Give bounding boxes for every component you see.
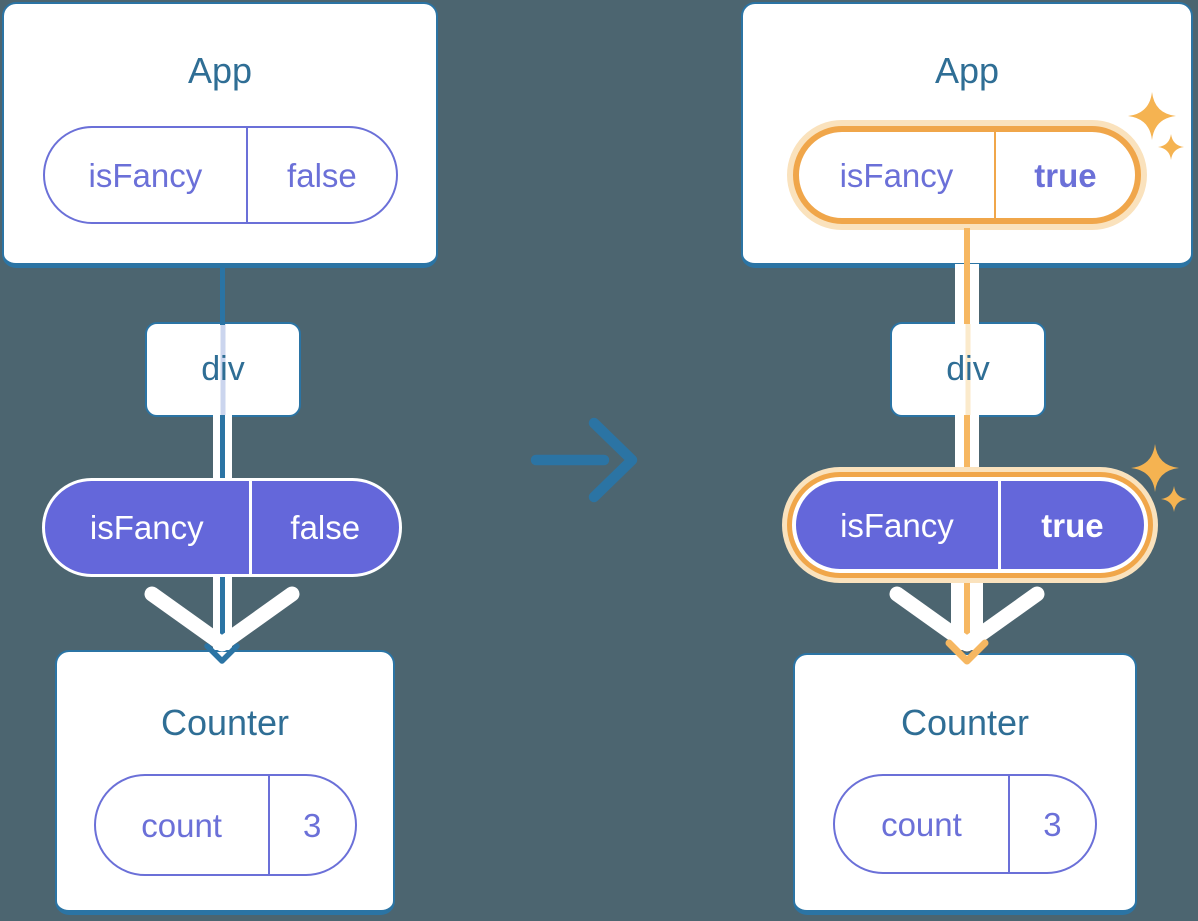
prop-value: true	[997, 481, 1144, 569]
component-title: Counter	[900, 702, 1030, 743]
div-label: div	[946, 350, 990, 388]
prop-value: false	[246, 128, 395, 222]
prop-flow-app-to-div-after	[955, 264, 979, 324]
state-pill-counter-before: count 3	[93, 774, 357, 876]
app-card-before: App isFancy false	[2, 2, 438, 268]
prop-flow-chevron-before	[144, 586, 300, 652]
state-pill-counter-after: count 3	[833, 774, 1097, 874]
prop-value: true	[993, 132, 1135, 218]
component-title: App	[187, 50, 253, 91]
prop-pill-app-before: isFancy false	[42, 126, 398, 224]
prop-flow-chevron-after	[889, 586, 1045, 652]
prop-flow-div-to-pill-after	[955, 415, 979, 479]
passed-prop-pill-before: isFancy false	[42, 478, 402, 577]
prop-name: isFancy	[839, 156, 954, 194]
prop-name: isFancy	[840, 506, 954, 544]
prop-pill-app-after: isFancy true	[793, 126, 1141, 224]
state-name: count	[141, 806, 222, 844]
app-card-after: App isFancy true	[741, 2, 1193, 268]
chevron-down-arrow-icon	[204, 643, 240, 664]
chevron-down-arrow-icon	[945, 639, 989, 665]
div-label: div	[201, 350, 245, 388]
sparkles-icon	[1131, 444, 1187, 512]
prop-value: false	[248, 481, 399, 574]
component-title: App	[934, 50, 1000, 91]
sparkles-icon	[1128, 92, 1184, 160]
pass-through-line	[220, 324, 226, 415]
state-value: 3	[267, 776, 355, 874]
div-box-before: div	[145, 322, 301, 417]
counter-card-before: Counter count 3	[55, 650, 395, 915]
counter-card-after: Counter count 3	[793, 653, 1137, 915]
prop-name: isFancy	[88, 156, 203, 194]
edge-app-to-div-before	[220, 265, 225, 325]
edge-pill-to-card-bottom-after	[964, 228, 970, 268]
component-title: Counter	[160, 702, 290, 743]
prop-flow-div-to-pill-before	[213, 415, 232, 479]
prop-name: isFancy	[89, 509, 204, 546]
state-value: 3	[1007, 776, 1095, 872]
right-arrow-icon	[530, 417, 638, 503]
div-box-after: div	[890, 322, 1046, 417]
passed-prop-pill-after: isFancy true	[792, 477, 1148, 573]
state-name: count	[881, 805, 962, 843]
pass-through-line	[965, 324, 971, 415]
